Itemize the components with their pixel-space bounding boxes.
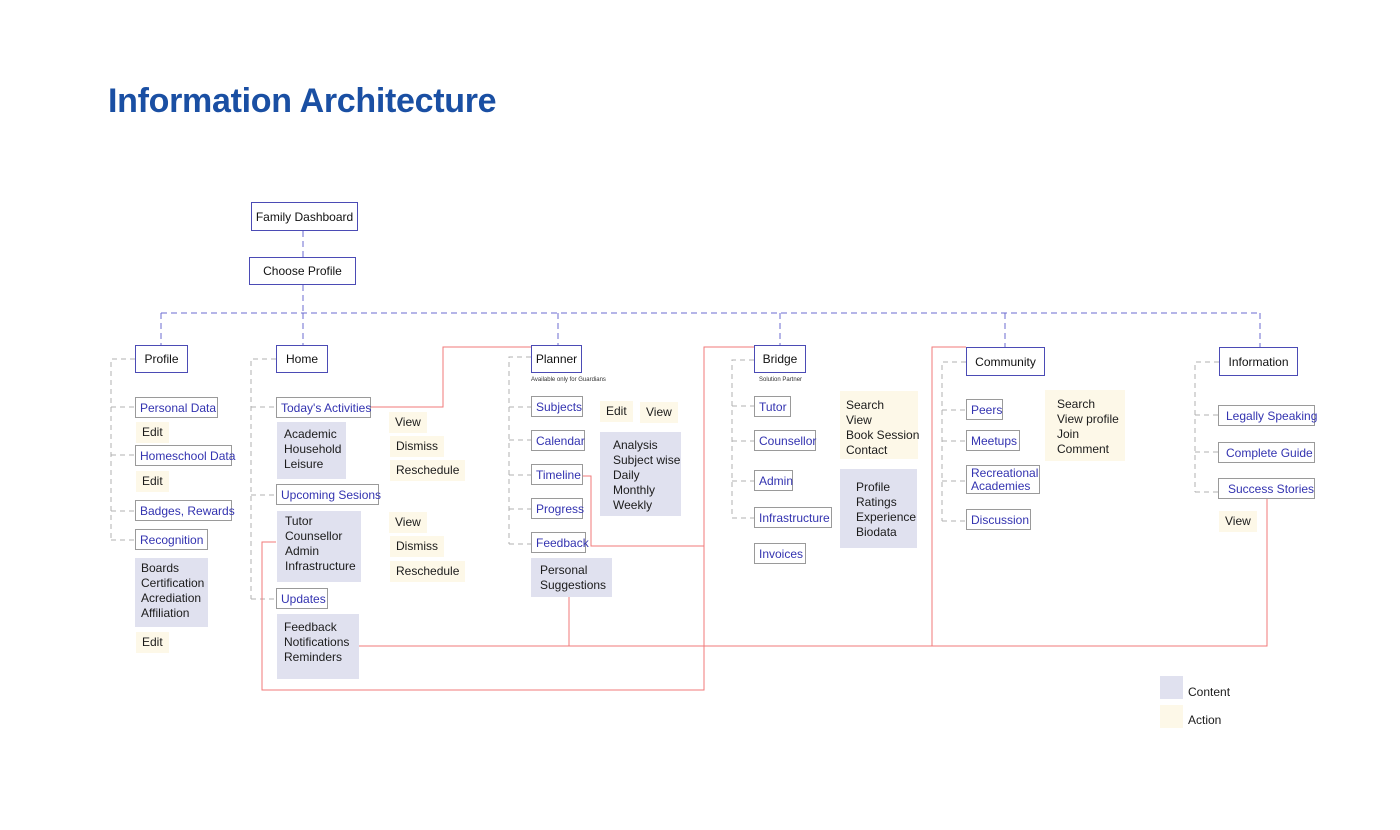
choose-profile-node[interactable]: Choose Profile <box>249 257 356 285</box>
content-line: Feedback <box>284 620 337 634</box>
subjects-edit-action[interactable]: Edit <box>600 401 633 422</box>
content-line: Weekly <box>613 498 653 512</box>
tutor-item[interactable]: Tutor <box>754 396 791 417</box>
content-line: Boards <box>141 561 180 575</box>
updates-item[interactable]: Updates <box>276 588 328 609</box>
content-line: Profile <box>856 480 891 494</box>
upcoming-view-action[interactable]: View <box>389 512 427 533</box>
content-line: Personal <box>540 563 588 577</box>
legend-content-swatch <box>1160 676 1183 699</box>
legally-speaking-item[interactable]: Legally Speaking <box>1218 405 1317 426</box>
admin-item[interactable]: Admin <box>754 470 793 491</box>
calendar-content: Analysis Subject wise Daily Monthly Week… <box>600 432 681 516</box>
content-line: Monthly <box>613 483 656 497</box>
action-line[interactable]: Join <box>1057 427 1080 441</box>
homeschool-data-item[interactable]: Homeschool Data <box>135 445 235 466</box>
action-line[interactable]: Contact <box>846 443 888 457</box>
content-line: Reminders <box>284 650 343 664</box>
home-node[interactable]: Home <box>276 345 328 373</box>
content-line: Ratings <box>856 495 897 509</box>
discussion-item[interactable]: Discussion <box>966 509 1031 530</box>
action-line[interactable]: Comment <box>1057 442 1110 456</box>
action-line[interactable]: Search <box>1057 397 1096 411</box>
legend-action-swatch <box>1160 705 1183 728</box>
invoices-item[interactable]: Invoices <box>754 543 806 564</box>
activities-view-action[interactable]: View <box>389 412 427 433</box>
personal-data-edit-action[interactable]: Edit <box>136 422 169 443</box>
community-actions: Search View profile Join Comment <box>1045 390 1125 461</box>
profile-node[interactable]: Profile <box>135 345 188 373</box>
hierarchy-lines <box>160 231 1261 347</box>
feedback-item[interactable]: Feedback <box>531 532 589 553</box>
upcoming-reschedule-action[interactable]: Reschedule <box>390 561 466 582</box>
activities-reschedule-action[interactable]: Reschedule <box>390 460 466 481</box>
peers-item[interactable]: Peers <box>966 399 1003 420</box>
counsellor-item[interactable]: Counsellor <box>754 430 816 451</box>
cross-links <box>261 346 1268 691</box>
bridge-content: Profile Ratings Experience Biodata <box>840 469 917 548</box>
activities-content: Academic Household Leisure <box>277 422 346 479</box>
bridge-actions: Search View Book Session Contact <box>840 391 920 459</box>
complete-guide-item[interactable]: Complete Guide <box>1218 442 1315 463</box>
bridge-node[interactable]: Bridge <box>754 345 806 373</box>
content-line: Leisure <box>284 457 324 471</box>
recreational-academies-item[interactable]: Recreational Academies <box>966 465 1040 494</box>
infrastructure-item[interactable]: Infrastructure <box>754 507 832 528</box>
content-line: Affiliation <box>141 606 190 620</box>
feedback-content: Personal Suggestions <box>531 558 612 597</box>
page-title: Information Architecture <box>108 82 497 120</box>
activities-dismiss-action[interactable]: Dismiss <box>390 436 444 457</box>
recognition-edit-action[interactable]: Edit <box>136 632 169 653</box>
updates-content: Feedback Notifications Reminders <box>277 614 359 679</box>
legend-content-label: Content <box>1188 685 1231 699</box>
upcoming-sessions-item[interactable]: Upcoming Sesions <box>276 484 381 505</box>
content-line: Biodata <box>856 525 897 539</box>
progress-item[interactable]: Progress <box>531 498 584 519</box>
information-node[interactable]: Information <box>1219 347 1298 376</box>
calendar-item[interactable]: Calendar <box>531 430 585 451</box>
content-line: Admin <box>285 544 320 558</box>
family-dashboard-node[interactable]: Family Dashboard <box>251 202 358 231</box>
content-line: Infrastructure <box>285 559 356 573</box>
content-line: Counsellor <box>285 529 343 543</box>
upcoming-content: Tutor Counsellor Admin Infrastructure <box>277 511 361 582</box>
action-line[interactable]: View <box>846 413 872 427</box>
content-line: Daily <box>613 468 640 482</box>
timeline-item[interactable]: Timeline <box>531 464 583 485</box>
success-stories-item[interactable]: Success Stories <box>1218 478 1315 499</box>
planner-note: Available only for Guardians <box>531 377 606 383</box>
content-line: Notifications <box>284 635 350 649</box>
todays-activities-item[interactable]: Today's Activities <box>276 397 371 418</box>
community-node[interactable]: Community <box>966 347 1045 376</box>
recognition-item[interactable]: Recognition <box>135 529 208 550</box>
content-line: Certification <box>141 576 205 590</box>
homeschool-data-edit-action[interactable]: Edit <box>136 471 169 492</box>
content-line: Tutor <box>285 514 313 528</box>
content-line: Experience <box>856 510 917 524</box>
planner-node[interactable]: Planner <box>531 345 582 373</box>
action-line[interactable]: View profile <box>1057 412 1119 426</box>
content-line: Subject wise <box>613 453 681 467</box>
content-line: Suggestions <box>540 578 607 592</box>
content-line: Analysis <box>613 438 658 452</box>
success-stories-view-action[interactable]: View <box>1219 511 1257 532</box>
action-line[interactable]: Search <box>846 398 885 412</box>
action-line[interactable]: Book Session <box>846 428 920 442</box>
subjects-item[interactable]: Subjects <box>531 396 583 417</box>
branch-lines <box>110 356 1219 600</box>
personal-data-item[interactable]: Personal Data <box>135 397 218 418</box>
meetups-item[interactable]: Meetups <box>966 430 1020 451</box>
content-line: Acrediation <box>141 591 202 605</box>
legend-action-label: Action <box>1188 713 1222 727</box>
upcoming-dismiss-action[interactable]: Dismiss <box>390 536 444 557</box>
subjects-view-action[interactable]: View <box>640 402 678 423</box>
badges-rewards-item[interactable]: Badges, Rewards <box>135 500 235 521</box>
recognition-content: Boards Certification Acrediation Affilia… <box>135 558 208 627</box>
content-line: Academic <box>284 427 337 441</box>
bridge-note: Solution Partner <box>759 377 803 383</box>
content-line: Household <box>284 442 342 456</box>
